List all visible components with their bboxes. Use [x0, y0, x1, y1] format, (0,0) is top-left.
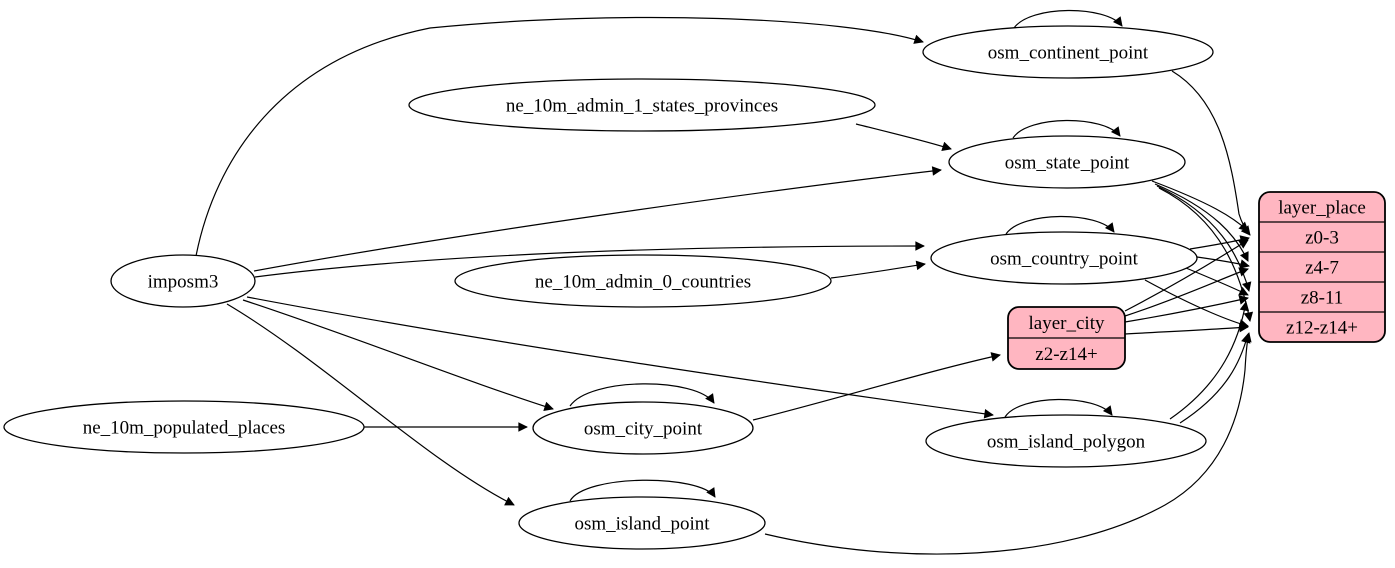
edge-osm_city_point-to-osm_city_point: [569, 383, 715, 407]
osm_country_point-label: osm_country_point: [990, 248, 1138, 269]
osm_country_point-ellipse: [930, 231, 1198, 285]
edge-imposm3-to-osm_state_point: [253, 166, 942, 272]
layer-record-layer_city: layer_city z2-z14+: [1007, 306, 1126, 370]
edge-osm_city_point-to-layer_city_z2: [752, 352, 1001, 421]
table-node-osm_city_point: osm_city_point: [532, 401, 754, 455]
edges-group: [195, 9, 1254, 555]
edge-osm_country_point-to-layer_place_z8_11: [1185, 267, 1249, 296]
edge-imposm3-to-osm_city_point: [242, 299, 554, 411]
edge-ne_10m_admin_0_countries-to-osm_country_point: [830, 260, 926, 279]
ne_10m_admin_1_states_provinces-ellipse: [408, 78, 876, 132]
edge-osm_island_point-to-osm_island_point: [569, 479, 716, 502]
table-node-osm_continent_point: osm_continent_point: [922, 25, 1214, 79]
layer_place-row-z8-11: z8-11: [1301, 287, 1344, 308]
edge-osm_island_polygon-to-layer_place_z8_11: [1169, 301, 1250, 420]
ne_10m_admin_0_countries-label: ne_10m_admin_0_countries: [535, 271, 751, 292]
table-node-ne_10m_populated_places: ne_10m_populated_places: [3, 400, 365, 454]
edge-osm_continent_point-to-layer_place_z0_3: [1171, 70, 1251, 236]
edge-osm_country_point-to-layer_place_z4_7: [1196, 256, 1250, 269]
layer_place-row-title: layer_place: [1278, 197, 1366, 218]
layer_place-row-z4-7: z4-7: [1305, 257, 1339, 278]
ne_10m_admin_1_states_provinces-label: ne_10m_admin_1_states_provinces: [506, 95, 778, 116]
layer_place-row-z12-z14+: z12-z14+: [1286, 317, 1358, 338]
imposm3-label: imposm3: [148, 271, 219, 292]
imposm3-ellipse: [110, 254, 256, 308]
osm_continent_point-label: osm_continent_point: [988, 42, 1149, 63]
edge-imposm3-to-osm_island_point: [226, 303, 515, 506]
nodes-group: imposm3 ne_10m_admin_1_states_provincesne…: [3, 25, 1386, 550]
ne_10m_populated_places-ellipse: [3, 400, 365, 454]
ne_10m_populated_places-label: ne_10m_populated_places: [83, 417, 286, 438]
table-node-osm_island_point: osm_island_point: [518, 496, 766, 550]
layer_place-box: [1258, 191, 1386, 343]
edge-osm_state_point-to-layer_place_z4_7: [1154, 183, 1249, 262]
osm_island_polygon-ellipse: [925, 414, 1207, 468]
layer_city-row-title: layer_city: [1029, 313, 1105, 334]
table-node-osm_island_polygon: osm_island_polygon: [925, 414, 1207, 468]
edge-osm_country_point-to-osm_country_point: [1005, 215, 1115, 235]
ne_10m_admin_0_countries-ellipse: [454, 254, 832, 308]
osm_city_point-label: osm_city_point: [584, 418, 703, 439]
table-node-ne_10m_admin_1_states_provinces: ne_10m_admin_1_states_provinces: [408, 78, 876, 132]
edge-osm_island_polygon-to-osm_island_polygon: [1004, 398, 1113, 418]
edge-imposm3-to-osm_country_point: [254, 241, 925, 278]
table-node-osm_state_point: osm_state_point: [948, 135, 1186, 189]
layer-record-layer_place: layer_place z0-3 z4-7 z8-11 z12-z14+: [1258, 191, 1386, 343]
edge-osm_country_point-to-layer_place_z0_3: [1189, 235, 1250, 250]
osm_state_point-ellipse: [948, 135, 1186, 189]
edge-layer_city-to-layer_place_z12_z14: [1124, 322, 1249, 335]
edge-osm_state_point-to-layer_place_z0_3: [1151, 180, 1249, 232]
layer_place-row-z0-3: z0-3: [1305, 227, 1339, 248]
osm_island_point-label: osm_island_point: [574, 513, 710, 534]
table-node-ne_10m_admin_0_countries: ne_10m_admin_0_countries: [454, 254, 832, 308]
table-node-imposm3: imposm3: [110, 254, 256, 308]
table-node-osm_country_point: osm_country_point: [930, 231, 1198, 285]
osm_city_point-ellipse: [532, 401, 754, 455]
edge-layer_city-to-layer_place_z8_11: [1124, 295, 1249, 323]
edge-imposm3-to-osm_continent_point: [195, 16, 924, 257]
edge-imposm3-to-osm_island_polygon: [246, 296, 994, 419]
edge-osm_continent_point-to-osm_continent_point: [1013, 9, 1123, 29]
edge-osm_island_point-to-layer_place_z12_z14: [764, 332, 1252, 555]
layer_city-row-z2-z14+: z2-z14+: [1035, 344, 1097, 365]
edge-layer_city-to-layer_place_z4_7: [1124, 267, 1249, 317]
osm_island_polygon-label: osm_island_polygon: [987, 431, 1146, 452]
edge-osm_state_point-to-osm_state_point: [1012, 119, 1121, 139]
edge-ne_10m_admin_1_states_provinces-to-osm_state_point: [855, 123, 952, 151]
osm_island_point-ellipse: [518, 496, 766, 550]
osm_continent_point-ellipse: [922, 25, 1214, 79]
edge-osm_state_point-to-layer_place_z8_11: [1156, 185, 1252, 292]
osm_state_point-label: osm_state_point: [1005, 152, 1130, 173]
edge-layer_city-to-layer_place_z0_3: [1124, 239, 1249, 312]
